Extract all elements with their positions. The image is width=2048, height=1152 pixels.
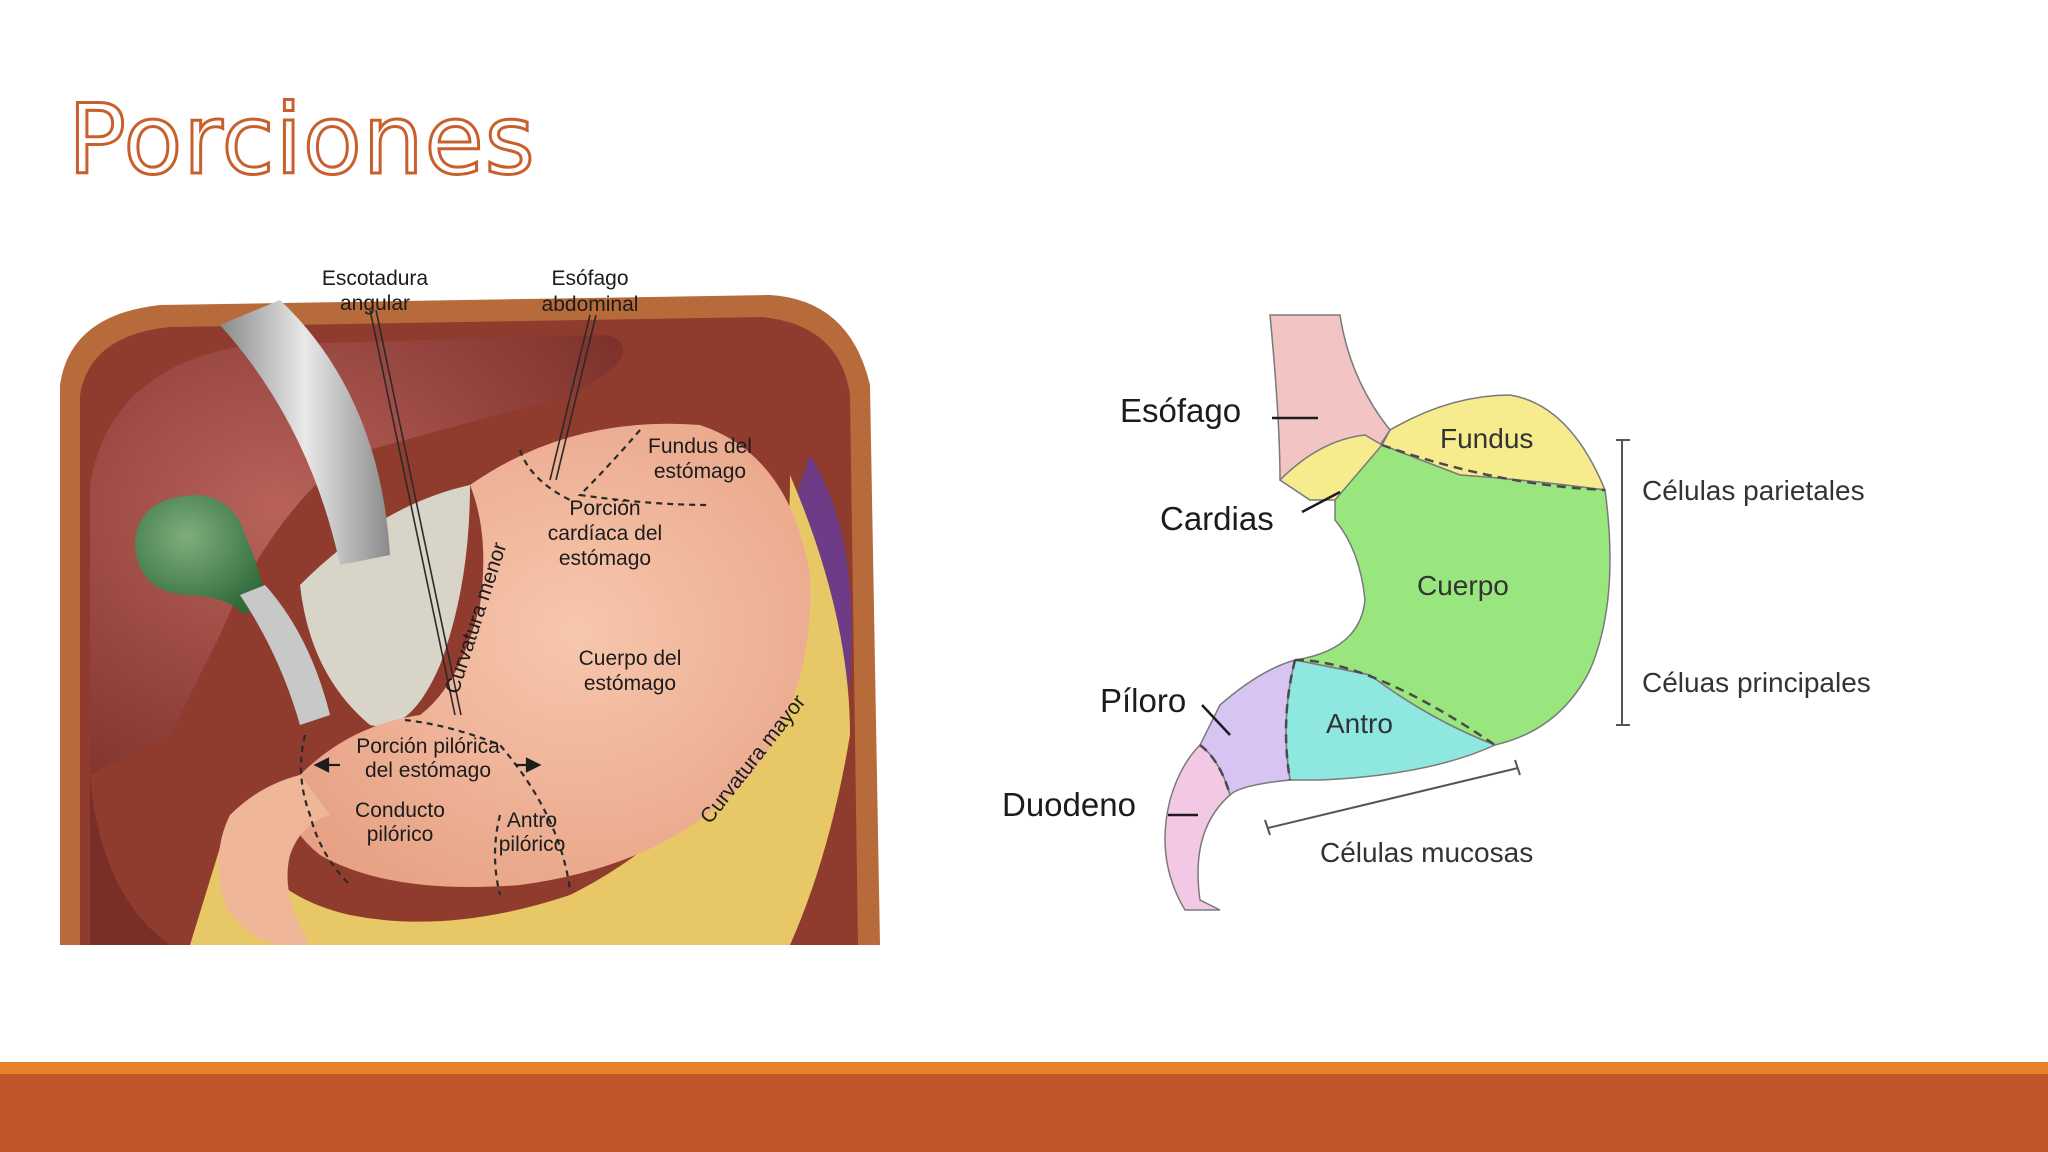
label-pilorica-line1: Porción pilórica [356, 735, 500, 758]
stomach [288, 423, 811, 887]
gallbladder [135, 495, 265, 615]
slide-title: Porciones [67, 84, 537, 196]
label-conducto-line1: Conducto [355, 799, 445, 822]
label-escotadura-line2: angular [340, 292, 410, 315]
label-cardias: Cardias [1160, 500, 1274, 537]
label-celulas-mucosas: Células mucosas [1320, 837, 1533, 868]
label-esofago: Esófago [1120, 392, 1241, 429]
label-cuerpo-line2: estómago [584, 672, 676, 695]
label-celulas-principales: Céluas principales [1642, 667, 1871, 698]
label-cuerpo-line1: Cuerpo del [579, 647, 682, 670]
label-esofago-line1: Esófago [551, 267, 628, 290]
liver [90, 335, 624, 775]
label-fundus-line2: estómago [654, 460, 746, 483]
footer-band [0, 1074, 2048, 1152]
surgical-retractor [220, 300, 390, 565]
footer-accent-stripe [0, 1062, 2048, 1074]
hepatoduodenal-ligament [240, 585, 330, 725]
label-celulas-parietales: Células parietales [1642, 475, 1865, 506]
label-duodeno: Duodeno [1002, 786, 1136, 823]
label-fundus-line1: Fundus del [648, 435, 752, 458]
label-cardiaca-line2: cardíaca del [548, 522, 662, 545]
label-esofago-line2: abdominal [542, 293, 639, 316]
label-conducto-line2: pilórico [367, 823, 434, 846]
duodenum [218, 775, 330, 945]
stomach-anatomy-illustration: Escotadura angular Esófago abdominal Fun… [60, 267, 880, 945]
label-escotadura-line1: Escotadura [322, 267, 429, 290]
stomach-regions-schematic: Esófago Cardias Píloro Duodeno Fundus Cu… [1002, 314, 1871, 911]
label-cuerpo: Cuerpo [1417, 570, 1509, 601]
label-fundus: Fundus [1440, 423, 1533, 454]
label-antro: Antro [1326, 708, 1393, 739]
label-antro-line2: pilórico [499, 833, 566, 856]
label-cardiaca-line1: Porción [569, 497, 640, 520]
lesser-omentum [300, 485, 470, 727]
label-piloro: Píloro [1100, 682, 1186, 719]
label-cardiaca-line3: estómago [559, 547, 651, 570]
label-antro-line1: Antro [507, 809, 557, 832]
label-pilorica-line2: del estómago [365, 759, 491, 782]
